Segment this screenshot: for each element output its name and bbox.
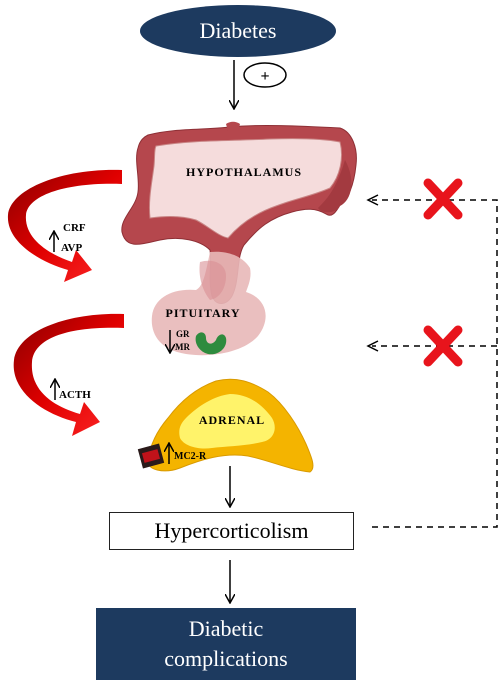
label-mc2r: MC2-R [174,451,207,462]
label-avp: AVP [61,242,82,254]
label-adrenal: ADRENAL [199,413,265,427]
block-x-pituitary [423,325,463,367]
hypothalamus-shape [121,121,357,304]
label-mr: MR [175,342,190,352]
label-hypothalamus: HYPOTHALAMUS [186,165,302,179]
label-acth: ACTH [59,389,91,401]
label-pituitary: PITUITARY [165,306,240,320]
plus-sign: + [260,68,269,85]
label-gr: GR [176,329,190,339]
mc2r-receptor-icon [137,443,165,469]
feedback-arrowhead-hypothalamus [366,194,379,206]
feedback-arrow-lower [13,313,124,436]
diabetic-complications-box: Diabetic complications [96,608,356,680]
complications-line-1: Diabetic [188,616,264,641]
label-crf: CRF [63,222,86,234]
hypercorticolism-box: Hypercorticolism [109,512,354,550]
negative-feedback-lines [372,199,498,528]
complications-line-2: complications [164,646,288,671]
block-x-hypothalamus [423,178,463,220]
diabetes-ellipse [140,5,336,57]
diabetes-label: Diabetes [199,18,277,43]
adrenal-shape [147,378,314,473]
pituitary-shape [151,251,266,356]
feedback-arrowhead-pituitary [366,340,379,352]
plus-circle [243,62,287,88]
receptor-icon [195,332,227,355]
feedback-arrow-upper [7,169,123,282]
